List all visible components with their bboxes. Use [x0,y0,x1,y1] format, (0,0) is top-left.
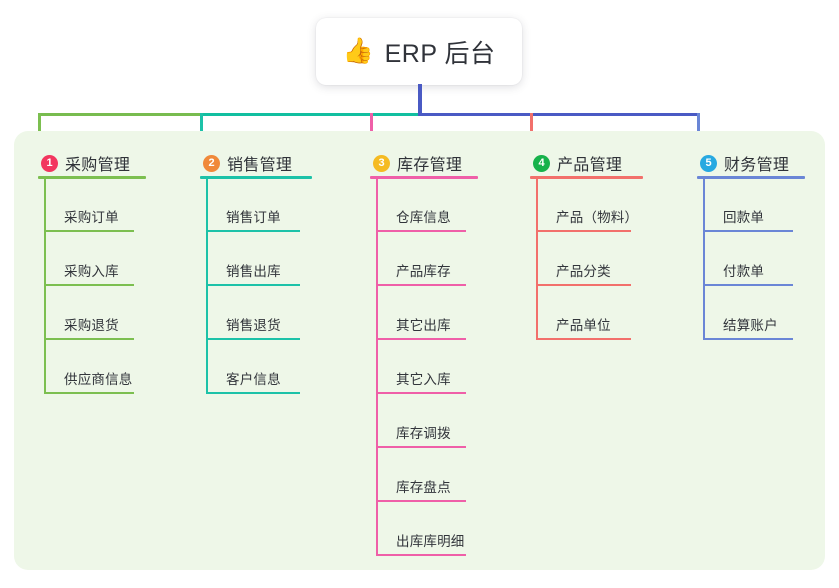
menu-item-label: 回款单 [723,210,765,225]
menu-item-label: 库存盘点 [396,480,451,495]
menu-item-rule [206,338,300,340]
column-title-label: 财务管理 [724,157,790,174]
column-header-2[interactable]: 2 销售管理 [203,148,292,178]
menu-item-rule [376,446,466,448]
menu-item-label: 采购订单 [64,210,119,225]
menu-item-label: 销售退货 [226,318,281,333]
column-header-rule [38,176,146,179]
root-title-label: ERP 后台 [384,39,496,68]
column-header-rule [530,176,643,179]
menu-item-label: 出库库明细 [396,534,465,549]
menu-item-rule [206,230,300,232]
menu-item-label: 其它出库 [396,318,451,333]
menu-item-label: 产品库存 [396,264,451,279]
column-title-label: 销售管理 [227,157,293,174]
menu-item-label: 销售订单 [226,210,281,225]
menu-item-label: 其它入库 [396,372,451,387]
column-number-badge: 5 [700,154,717,172]
column-number-badge: 3 [373,154,390,172]
thumbs-up-icon: 👍 [342,37,374,65]
menu-item-label: 客户信息 [226,372,281,387]
menu-item-rule [536,230,631,232]
menu-item-label: 销售出库 [226,264,281,279]
column-drop-line-4 [530,113,533,141]
column-title-label: 产品管理 [557,157,623,174]
menu-item-label: 付款单 [723,264,765,279]
column-header-rule [370,176,478,179]
menu-item-label: 采购入库 [64,264,119,279]
menu-item-rule [44,284,134,286]
menu-item-rule [536,338,631,340]
menu-item-label: 供应商信息 [64,372,133,387]
menu-item-rule [703,230,793,232]
column-header-3[interactable]: 3 库存管理 [373,148,462,178]
root-title-card[interactable]: 👍 ERP 后台 [316,18,522,85]
menu-item-rule [703,284,793,286]
column-number-badge: 2 [203,154,220,172]
menu-item-rule [44,392,134,394]
menu-item-rule [376,500,466,502]
column-header-1[interactable]: 1 采购管理 [41,148,130,178]
menu-item-label: 产品单位 [556,318,611,333]
menu-item-rule [44,338,134,340]
bus-line-mid [201,113,421,116]
menu-item-rule [44,230,134,232]
column-title-label: 库存管理 [397,157,463,174]
column-stem-line [703,176,705,340]
menu-item-rule [376,554,466,556]
column-number-badge: 1 [41,154,58,172]
column-title-label: 采购管理 [65,157,131,174]
menu-item-rule [206,392,300,394]
column-header-5[interactable]: 5 财务管理 [700,148,789,178]
column-drop-line-2 [200,113,203,141]
column-drop-line-5 [697,113,700,141]
menu-item-rule [376,392,466,394]
menu-item-rule [703,338,793,340]
bus-line-left [39,113,201,116]
column-drop-line-1 [38,113,41,141]
diagram-panel: 1 采购管理采购订单采购入库采购退货供应商信息 2 销售管理销售订单销售出库销售退货客… [14,131,825,570]
menu-item-label: 产品（物料） [556,210,639,225]
column-stem-line [376,176,378,556]
menu-item-rule [376,338,466,340]
menu-item-label: 仓库信息 [396,210,451,225]
menu-item-label: 库存调拨 [396,426,451,441]
column-header-4[interactable]: 4 产品管理 [533,148,622,178]
column-header-rule [697,176,805,179]
column-number-badge: 4 [533,154,550,172]
bus-line-right [418,113,699,116]
menu-item-label: 结算账户 [723,318,778,333]
column-drop-line-3 [370,113,373,141]
menu-item-label: 采购退货 [64,318,119,333]
column-header-rule [200,176,312,179]
menu-item-rule [376,230,466,232]
menu-item-rule [376,284,466,286]
column-stem-line [536,176,538,340]
root-drop-line [418,84,422,116]
menu-item-label: 产品分类 [556,264,611,279]
menu-item-rule [536,284,631,286]
menu-item-rule [206,284,300,286]
